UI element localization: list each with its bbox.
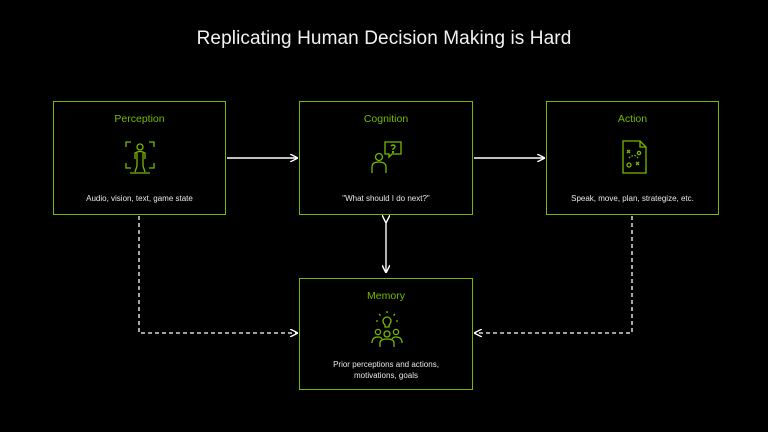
memory-box: Memory Prior perceptions and actions, mo… — [299, 278, 473, 390]
memory-caption-line-2: motivations, goals — [353, 371, 419, 380]
perception-box: Perception Audio, vision, text, game sta… — [53, 101, 226, 215]
diagram-title: Replicating Human Decision Making is Har… — [196, 28, 572, 49]
person-scan-icon — [125, 141, 155, 174]
memory-caption-line-1: Prior perceptions and actions, — [333, 360, 439, 369]
cognition-box: Cognition "What should I do next?" — [299, 101, 473, 215]
action-box: Action Speak, move, plan, strategize, et… — [546, 101, 719, 215]
person-thinking-icon — [371, 141, 402, 173]
cognition-label: Cognition — [363, 113, 409, 125]
perception-label: Perception — [114, 113, 165, 125]
perception-caption: Audio, vision, text, game state — [86, 194, 193, 203]
action-label: Action — [617, 113, 648, 125]
memory-label: Memory — [367, 290, 405, 302]
action-caption: Speak, move, plan, strategize, etc. — [571, 194, 694, 203]
memory-caption: Prior perceptions and actions, motivatio… — [300, 359, 472, 381]
strategy-playbook-icon — [622, 140, 647, 174]
group-idea-icon — [371, 311, 403, 347]
dashed-arrow-action-to-memory — [475, 216, 633, 333]
cognition-caption: "What should I do next?" — [342, 194, 430, 203]
dashed-arrow-perception-to-memory — [138, 216, 297, 333]
